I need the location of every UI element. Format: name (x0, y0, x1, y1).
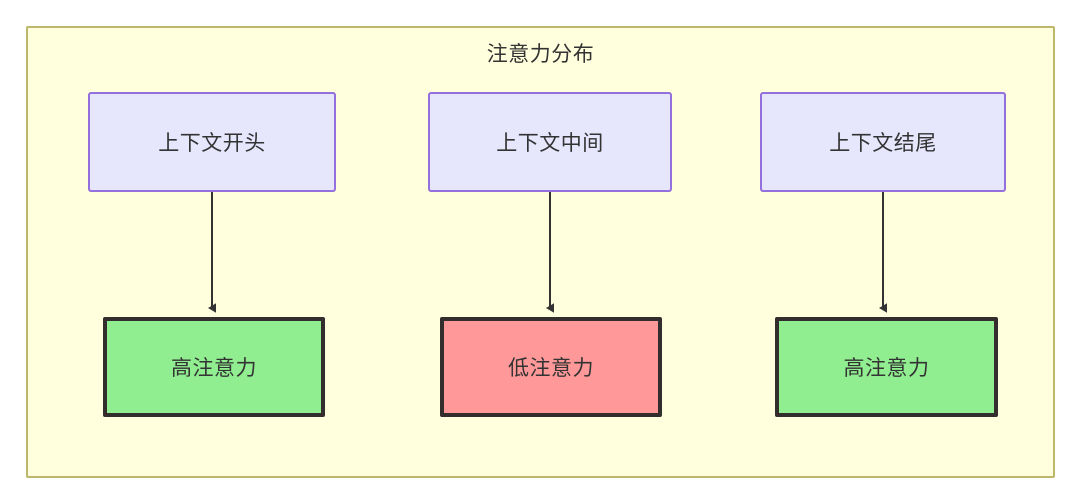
node-context-end[interactable]: 上下文结尾 (760, 92, 1006, 192)
node-label: 上下文中间 (496, 132, 604, 155)
node-context-start[interactable]: 上下文开头 (88, 92, 336, 192)
node-attention-high-start[interactable]: 高注意力 (103, 317, 325, 417)
node-label: 上下文开头 (158, 132, 266, 155)
node-context-middle[interactable]: 上下文中间 (428, 92, 672, 192)
node-label: 高注意力 (171, 357, 257, 380)
node-attention-high-end[interactable]: 高注意力 (775, 317, 998, 417)
node-label: 低注意力 (508, 357, 594, 380)
node-label: 上下文结尾 (829, 132, 937, 155)
node-label: 高注意力 (843, 357, 930, 380)
subgraph-title: 注意力分布 (486, 43, 595, 66)
node-attention-low-middle[interactable]: 低注意力 (440, 317, 662, 417)
